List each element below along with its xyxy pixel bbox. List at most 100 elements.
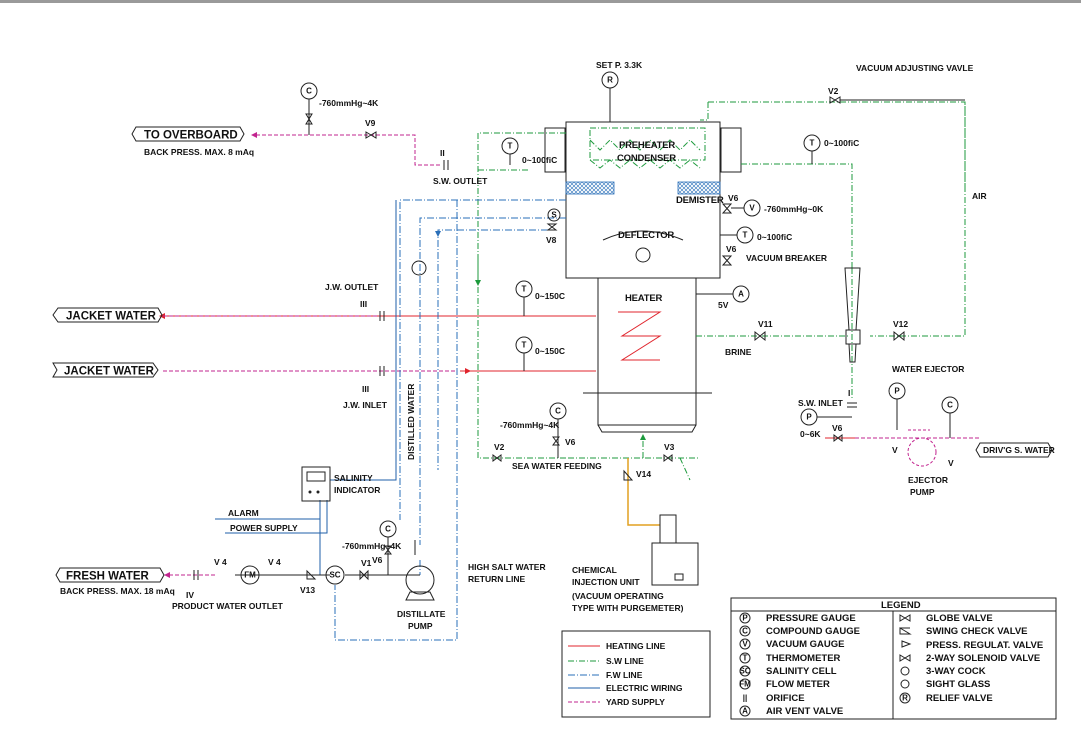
discharge-lines xyxy=(235,99,965,576)
svg-text:III: III xyxy=(362,384,369,394)
svg-text:V6: V6 xyxy=(728,193,739,203)
svg-text:V: V xyxy=(892,445,898,455)
swing-check-valve-icon xyxy=(899,627,912,635)
svg-text:PUMP: PUMP xyxy=(408,621,433,631)
distillate-pump xyxy=(405,565,435,601)
svg-text:S: S xyxy=(551,211,557,220)
svg-text:SIGHT GLASS: SIGHT GLASS xyxy=(926,679,990,690)
svg-text:VACUUM BREAKER: VACUUM BREAKER xyxy=(746,253,827,263)
svg-text:EJECTOR: EJECTOR xyxy=(908,475,948,485)
pressure-gauge-ejector: P xyxy=(888,382,906,430)
svg-text:V2: V2 xyxy=(828,86,839,96)
compound-gauge-top: C xyxy=(300,82,318,135)
svg-text:2-WAY SOLENOID VALVE: 2-WAY SOLENOID VALVE xyxy=(926,653,1040,664)
svg-text:GLOBE VALVE: GLOBE VALVE xyxy=(926,613,993,624)
svg-text:V6: V6 xyxy=(832,423,843,433)
electric-wiring xyxy=(215,200,397,575)
thermometer-shell: T xyxy=(720,226,754,244)
svg-text:V 4: V 4 xyxy=(268,557,281,567)
relief-gauge: R xyxy=(601,71,619,122)
compound-gauge-pump: C xyxy=(379,520,397,575)
svg-text:ALARM: ALARM xyxy=(228,508,259,518)
fresh-water-tag: FRESH WATER xyxy=(55,567,165,583)
svg-text:C: C xyxy=(555,407,561,416)
svg-text:VACUUM GAUGE: VACUUM GAUGE xyxy=(766,639,844,650)
salinity-cell: SC xyxy=(325,565,345,585)
svg-text:0~100fiC: 0~100fiC xyxy=(824,138,859,148)
svg-text:S.W. OUTLET: S.W. OUTLET xyxy=(433,176,488,186)
svg-text:C: C xyxy=(306,87,312,96)
svg-text:R: R xyxy=(607,76,613,85)
svg-text:V8: V8 xyxy=(546,235,557,245)
pressure-gauge-sw-inlet: P xyxy=(800,408,852,426)
svg-text:5V: 5V xyxy=(718,300,729,310)
svg-text:V: V xyxy=(742,640,748,649)
svg-text:SALINITY CELL: SALINITY CELL xyxy=(766,666,837,677)
sea-water-lines xyxy=(475,101,966,481)
svg-text:-760mmHg~0K: -760mmHg~0K xyxy=(764,204,824,214)
svg-text:FLOW METER: FLOW METER xyxy=(766,679,830,690)
svg-text:V13: V13 xyxy=(300,585,315,595)
svg-text:SALINITY: SALINITY xyxy=(334,473,373,483)
thermometer-sw-outlet: T xyxy=(501,137,519,165)
svg-text:V12: V12 xyxy=(893,319,908,329)
svg-text:P: P xyxy=(894,387,900,396)
svg-text:BACK PRESS. MAX. 8 mAq: BACK PRESS. MAX. 8 mAq xyxy=(144,147,254,157)
thermometer-right: T xyxy=(803,134,821,164)
svg-text:V1: V1 xyxy=(361,558,372,568)
line-legend-electric: ELECTRIC WIRING xyxy=(606,683,683,693)
svg-text:RETURN LINE: RETURN LINE xyxy=(468,574,525,584)
svg-text:TO OVERBOARD: TO OVERBOARD xyxy=(144,130,238,142)
line-legend-heating: HEATING LINE xyxy=(606,641,666,651)
svg-text:R: R xyxy=(902,694,908,703)
svg-text:3-WAY COCK: 3-WAY COCK xyxy=(926,666,986,677)
diagram-labels: SET P. 3.3K VACUUM ADJUSTING VAVLE V2 AI… xyxy=(60,60,987,631)
top-border xyxy=(0,0,1081,3)
solenoid-valve-icon xyxy=(899,654,911,662)
thermometer-jw-inlet: T xyxy=(515,336,533,371)
chemical-injection-unit xyxy=(651,514,699,586)
globe-valve-icon xyxy=(899,614,911,622)
svg-text:T: T xyxy=(810,139,815,148)
svg-text:0~150C: 0~150C xyxy=(535,346,565,356)
svg-text:T: T xyxy=(522,341,527,350)
deflector-label: DEFLECTOR xyxy=(618,230,674,241)
svg-text:COMPOUND GAUGE: COMPOUND GAUGE xyxy=(766,626,860,637)
svg-text:SC: SC xyxy=(329,571,340,580)
to-overboard-tag: TO OVERBOARD xyxy=(131,126,245,142)
line-legend-yard: YARD SUPPLY xyxy=(606,697,665,707)
svg-text:INDICATOR: INDICATOR xyxy=(334,485,380,495)
flow-meter: FM xyxy=(240,565,260,585)
air-vent-valve: A xyxy=(696,285,750,303)
svg-text:TYPE WITH PURGEMETER): TYPE WITH PURGEMETER) xyxy=(572,603,684,613)
press-regulat-valve-icon xyxy=(901,640,912,648)
vessel-labels: PREHEATER CONDENSER DEMISTER DEFLECTOR H… xyxy=(617,140,724,304)
svg-text:IV: IV xyxy=(186,590,194,600)
gauges: R C T T V T S T xyxy=(240,71,959,585)
svg-text:SWING CHECK VALVE: SWING CHECK VALVE xyxy=(926,626,1028,637)
svg-text:T: T xyxy=(743,231,748,240)
svg-text:V: V xyxy=(948,458,954,468)
heater-label: HEATER xyxy=(625,293,662,304)
symbol-legend: LEGEND P PRESSURE GAUGE C COMPOUND GAUGE… xyxy=(730,597,1057,720)
heating-lines xyxy=(159,313,855,439)
legend-right-column: GLOBE VALVE SWING CHECK VALVE PRESS. REG… xyxy=(899,613,1043,704)
svg-text:V9: V9 xyxy=(365,118,376,128)
jacket-water-out-tag: JACKET WATER xyxy=(52,307,163,323)
svg-text:POWER SUPPLY: POWER SUPPLY xyxy=(230,523,298,533)
svg-text:V6: V6 xyxy=(372,555,383,565)
svg-text:ORIFICE: ORIFICE xyxy=(766,693,805,704)
svg-text:||: || xyxy=(743,694,747,703)
svg-text:P: P xyxy=(742,614,748,623)
svg-text:BACK PRESS. MAX. 18 mAq: BACK PRESS. MAX. 18 mAq xyxy=(60,586,175,596)
legend-title: LEGEND xyxy=(881,600,921,611)
svg-text:INJECTION UNIT: INJECTION UNIT xyxy=(572,577,640,587)
compound-gauge-ejector: C xyxy=(941,396,959,438)
line-legend-fw: F.W LINE xyxy=(606,670,643,680)
svg-text:III: III xyxy=(360,299,367,309)
svg-text:JACKET WATER: JACKET WATER xyxy=(64,366,155,378)
preheater-label: PREHEATER xyxy=(619,140,675,151)
svg-text:AIR VENT VALVE: AIR VENT VALVE xyxy=(766,706,843,717)
three-way-cock-icon xyxy=(900,666,910,676)
svg-text:VACUUM ADJUSTING VAVLE: VACUUM ADJUSTING VAVLE xyxy=(856,63,974,73)
